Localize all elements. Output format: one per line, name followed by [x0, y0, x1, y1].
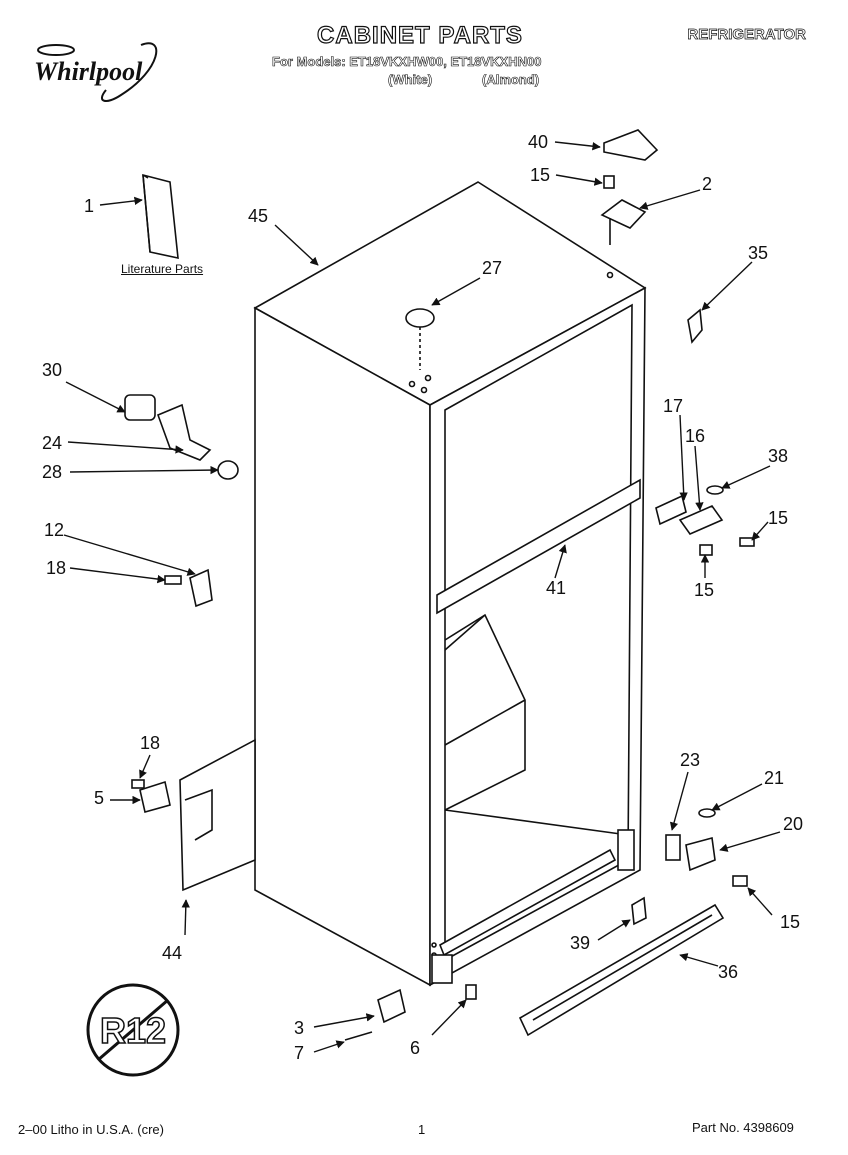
- r12-badge: R12: [86, 983, 180, 1077]
- part-17-bracket: [655, 494, 687, 526]
- callout-15-top: 15: [530, 165, 551, 185]
- part-6-screw: [465, 984, 477, 1000]
- callout-6: 6: [410, 1038, 421, 1058]
- footer-litho: 2–00 Litho in U.S.A. (cre): [18, 1122, 164, 1137]
- callout-3: 3: [294, 1018, 305, 1038]
- callout-15-mid: 15: [694, 580, 715, 600]
- part-30-gasket: [124, 394, 156, 421]
- part-28-washer: [217, 460, 239, 480]
- variant-almond: (Almond): [482, 72, 540, 88]
- part-18-screw: [164, 575, 182, 585]
- callout-7: 7: [294, 1043, 305, 1063]
- part-40-cover: [603, 129, 659, 161]
- callout-2: 2: [702, 174, 713, 194]
- leader-lines: [63, 141, 781, 1053]
- callout-39: 39: [570, 933, 591, 953]
- callout-16: 16: [685, 426, 706, 446]
- part-35-cap: [687, 308, 703, 344]
- appliance-category: REFRIGERATOR: [687, 26, 806, 44]
- models-line: For Models: ET18VKXHW00, ET18VKXHN00: [272, 54, 542, 70]
- part-15-screw-low: [699, 544, 713, 556]
- callout-23: 23: [680, 750, 701, 770]
- callout-40: 40: [528, 132, 549, 152]
- callout-30: 30: [42, 360, 63, 380]
- part-27-plug: [405, 308, 435, 328]
- callout-12: 12: [44, 520, 65, 540]
- part-18-screw-lower: [131, 779, 145, 789]
- part-7-screw: [344, 1031, 373, 1041]
- callout-45: 45: [248, 206, 269, 226]
- callout-21: 21: [764, 768, 785, 788]
- part-23-shim: [665, 834, 681, 861]
- brand-logo: Whirlpool: [26, 40, 176, 110]
- part-24-bracket: [156, 403, 212, 461]
- part-5-hinge: [139, 780, 171, 813]
- part-15-screw-mid: [739, 537, 755, 547]
- variant-white: (White): [388, 72, 433, 88]
- literature-parts-label: Literature Parts: [121, 262, 204, 276]
- callout-44: 44: [162, 943, 183, 963]
- callout-1: 1: [84, 196, 95, 216]
- callout-36: 36: [718, 962, 739, 982]
- r12-label: R12: [100, 1010, 166, 1051]
- part-2-hinge: [600, 199, 647, 245]
- callout-15-right: 15: [768, 508, 789, 528]
- callout-18-upper: 18: [46, 558, 67, 578]
- callout-18-lower: 18: [140, 733, 161, 753]
- callout-5: 5: [94, 788, 105, 808]
- callout-28: 28: [42, 462, 63, 482]
- part-44-plate: [179, 738, 256, 892]
- literature-booklet: [142, 173, 179, 260]
- page-title: CABINET PARTS: [316, 21, 523, 49]
- footer-page-number: 1: [418, 1122, 426, 1137]
- part-3-roller: [377, 988, 406, 1024]
- svg-text:Whirlpool: Whirlpool: [34, 57, 143, 86]
- callout-15-lower: 15: [780, 912, 801, 932]
- callout-35: 35: [748, 243, 769, 263]
- callout-24: 24: [42, 433, 63, 453]
- part-12-clip: [189, 568, 213, 608]
- callout-38: 38: [768, 446, 789, 466]
- callout-17: 17: [663, 396, 684, 416]
- whirlpool-logo-icon: Whirlpool: [34, 42, 158, 102]
- part-39-clip: [631, 896, 647, 926]
- part-15-screw-top: [603, 175, 615, 189]
- part-21-washer: [698, 808, 716, 818]
- part-15-screw-bottom: [732, 875, 748, 887]
- callout-27: 27: [482, 258, 503, 278]
- footer-part-number: Part No. 4398609: [692, 1120, 794, 1135]
- part-41-rail: [436, 478, 641, 615]
- part-20-hinge: [685, 836, 716, 872]
- part-38-washer: [706, 485, 724, 495]
- callout-20: 20: [783, 814, 804, 834]
- callout-41: 41: [546, 578, 567, 598]
